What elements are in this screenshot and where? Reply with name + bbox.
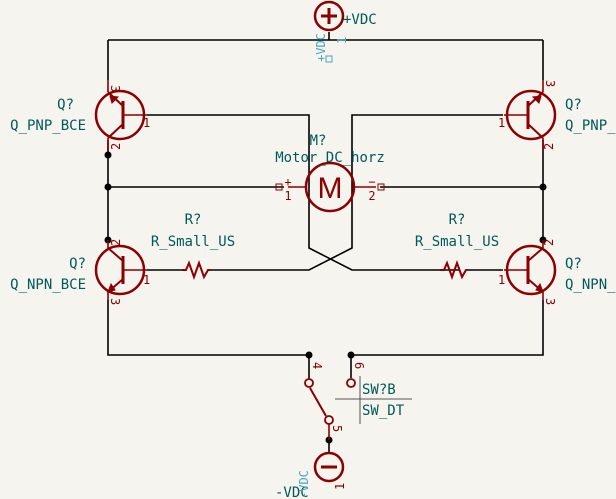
motor-pin-1: 1 — [284, 189, 291, 203]
motor-symbol[interactable]: M M? Motor_DC_horz + − 1 2 — [275, 133, 385, 213]
switch-pin-6: 6 — [352, 362, 366, 369]
q-bottom-right-pin-b: 1 — [498, 273, 505, 287]
switch-value: SW_DT — [362, 403, 405, 419]
wires — [107, 32, 544, 452]
q-top-left-value: Q_PNP_BCE — [10, 118, 86, 134]
motor-value: Motor_DC_horz — [275, 150, 385, 166]
power-top-pin-name: +VDC — [314, 33, 328, 62]
power-bottom-pin-number: 1 — [333, 483, 347, 490]
pin-marker — [275, 183, 283, 191]
q-bottom-right-ref: Q? — [565, 256, 582, 272]
resistor-right-value: R_Small_US — [415, 234, 499, 250]
q-top-right-pin-e: 3 — [543, 80, 557, 87]
emitter-arrow-icon — [535, 282, 544, 293]
q-bottom-right-pin-e: 3 — [543, 298, 557, 305]
emitter-arrow-icon — [109, 95, 120, 104]
emitter-arrow-icon — [107, 282, 116, 293]
resistor-left-ref: R? — [185, 212, 202, 228]
power-bottom-label: -VDC — [275, 485, 309, 499]
q-top-left-pin-b: 1 — [143, 116, 150, 130]
switch-ref: SW?B — [362, 382, 396, 398]
motor-glyph: M — [318, 172, 343, 205]
q-top-right-pin-b: 1 — [498, 116, 505, 130]
wire-tl-base-cross — [147, 114, 460, 271]
junction-dot — [305, 351, 313, 359]
q-bottom-left-ref: Q? — [69, 256, 86, 272]
motor-pin-plus: + — [284, 175, 291, 189]
motor-ref: M? — [310, 133, 327, 149]
junction-dot — [104, 183, 112, 191]
q-bottom-right-pin-c: 2 — [542, 239, 556, 246]
motor-pin-minus: − — [368, 175, 375, 189]
pin-marker — [325, 55, 333, 63]
q-bottom-right-value: Q_NPN_BCE — [565, 277, 616, 293]
q-bottom-left-pin-b: 1 — [143, 273, 150, 287]
pin-marker — [377, 183, 385, 191]
power-vdc-minus[interactable] — [313, 451, 345, 483]
switch-group-line — [335, 376, 412, 424]
junction-dot — [104, 151, 112, 159]
junction-dot — [347, 351, 355, 359]
emitter-arrow-icon — [531, 95, 542, 104]
switch-sw-dt[interactable] — [304, 378, 356, 440]
q-top-right-ref: Q? — [565, 97, 582, 113]
switch-pin-5: 5 — [330, 425, 344, 432]
q-bottom-left-value: Q_NPN_BCE — [10, 277, 86, 293]
power-top-pin-number: 1 — [335, 37, 349, 44]
resistor-right[interactable] — [440, 260, 467, 280]
resistor-left[interactable] — [182, 260, 210, 280]
motor-pin-2: 2 — [368, 189, 375, 203]
junction-dot — [539, 183, 547, 191]
wire-tr-base-cross — [210, 114, 503, 271]
transistor-q-top-right[interactable] — [504, 80, 557, 150]
q-bottom-left-pin-e: 3 — [108, 298, 122, 305]
wire-bottom-right — [351, 300, 544, 356]
resistor-left-value: R_Small_US — [151, 234, 235, 250]
power-vdc-plus[interactable]: +VDC +VDC 1 — [313, 0, 377, 63]
transistor-q-bottom-right[interactable] — [504, 240, 557, 300]
transistor-q-bottom-left[interactable] — [94, 240, 147, 300]
q-top-left-ref: Q? — [57, 97, 74, 113]
power-bottom-pin-name: -VDC — [297, 470, 311, 499]
q-top-left-pin-e: 3 — [108, 85, 122, 92]
wire-bottom-left — [107, 300, 309, 356]
q-top-left-pin-c: 2 — [109, 143, 123, 150]
plus-icon — [321, 8, 337, 24]
q-top-right-value: Q_PNP_BCE — [565, 118, 616, 134]
transistor-q-top-left[interactable] — [94, 80, 147, 150]
power-top-label: +VDC — [343, 12, 377, 28]
switch-pin-4: 4 — [310, 362, 324, 369]
q-bottom-left-pin-c: 2 — [109, 239, 123, 246]
resistor-right-ref: R? — [449, 212, 466, 228]
q-top-right-pin-c: 2 — [542, 143, 556, 150]
